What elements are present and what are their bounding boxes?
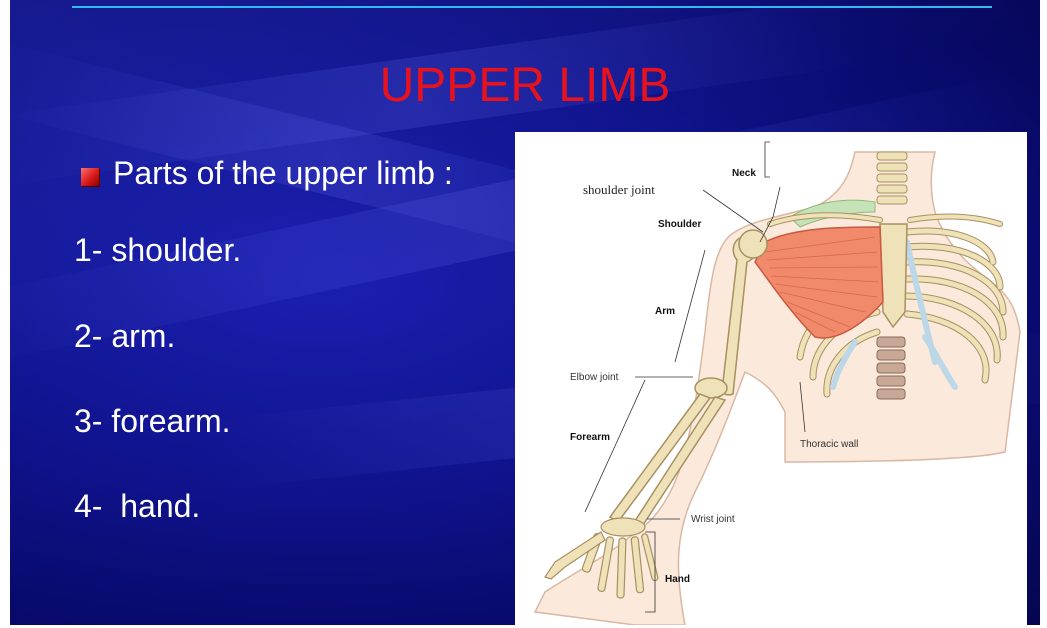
label-elbow-joint: Elbow joint	[570, 372, 619, 383]
label-wrist-joint: Wrist joint	[691, 514, 735, 525]
label-thoracic-wall: Thoracic wall	[800, 439, 858, 450]
thoracic-spine	[877, 337, 905, 399]
list-item-shoulder: 1- shoulder.	[74, 232, 241, 269]
accent-line	[72, 6, 992, 8]
label-neck: Neck	[732, 168, 756, 179]
anatomy-figure: shoulder joint Neck Shoulder Arm Elbow j…	[515, 132, 1027, 625]
cervical-spine	[877, 152, 907, 204]
label-arm: Arm	[655, 306, 675, 317]
label-hand: Hand	[665, 574, 690, 585]
list-item-forearm: 3- forearm.	[74, 403, 230, 440]
list-item-arm: 2- arm.	[74, 318, 175, 355]
bullet-text: Parts of the upper limb :	[113, 156, 473, 190]
label-shoulder-joint: shoulder joint	[583, 182, 655, 197]
bullet-square-icon	[81, 168, 99, 186]
sternum	[880, 224, 907, 327]
humeral-head	[739, 230, 767, 258]
upper-limb-illustration: shoulder joint Neck Shoulder Arm Elbow j…	[515, 132, 1027, 625]
slide-title: UPPER LIMB	[10, 58, 1040, 113]
list-item-hand: 4- hand.	[74, 488, 200, 525]
label-shoulder: Shoulder	[658, 219, 701, 230]
slide: UPPER LIMB Parts of the upper limb : 1- …	[10, 0, 1040, 625]
label-forearm: Forearm	[570, 432, 610, 443]
